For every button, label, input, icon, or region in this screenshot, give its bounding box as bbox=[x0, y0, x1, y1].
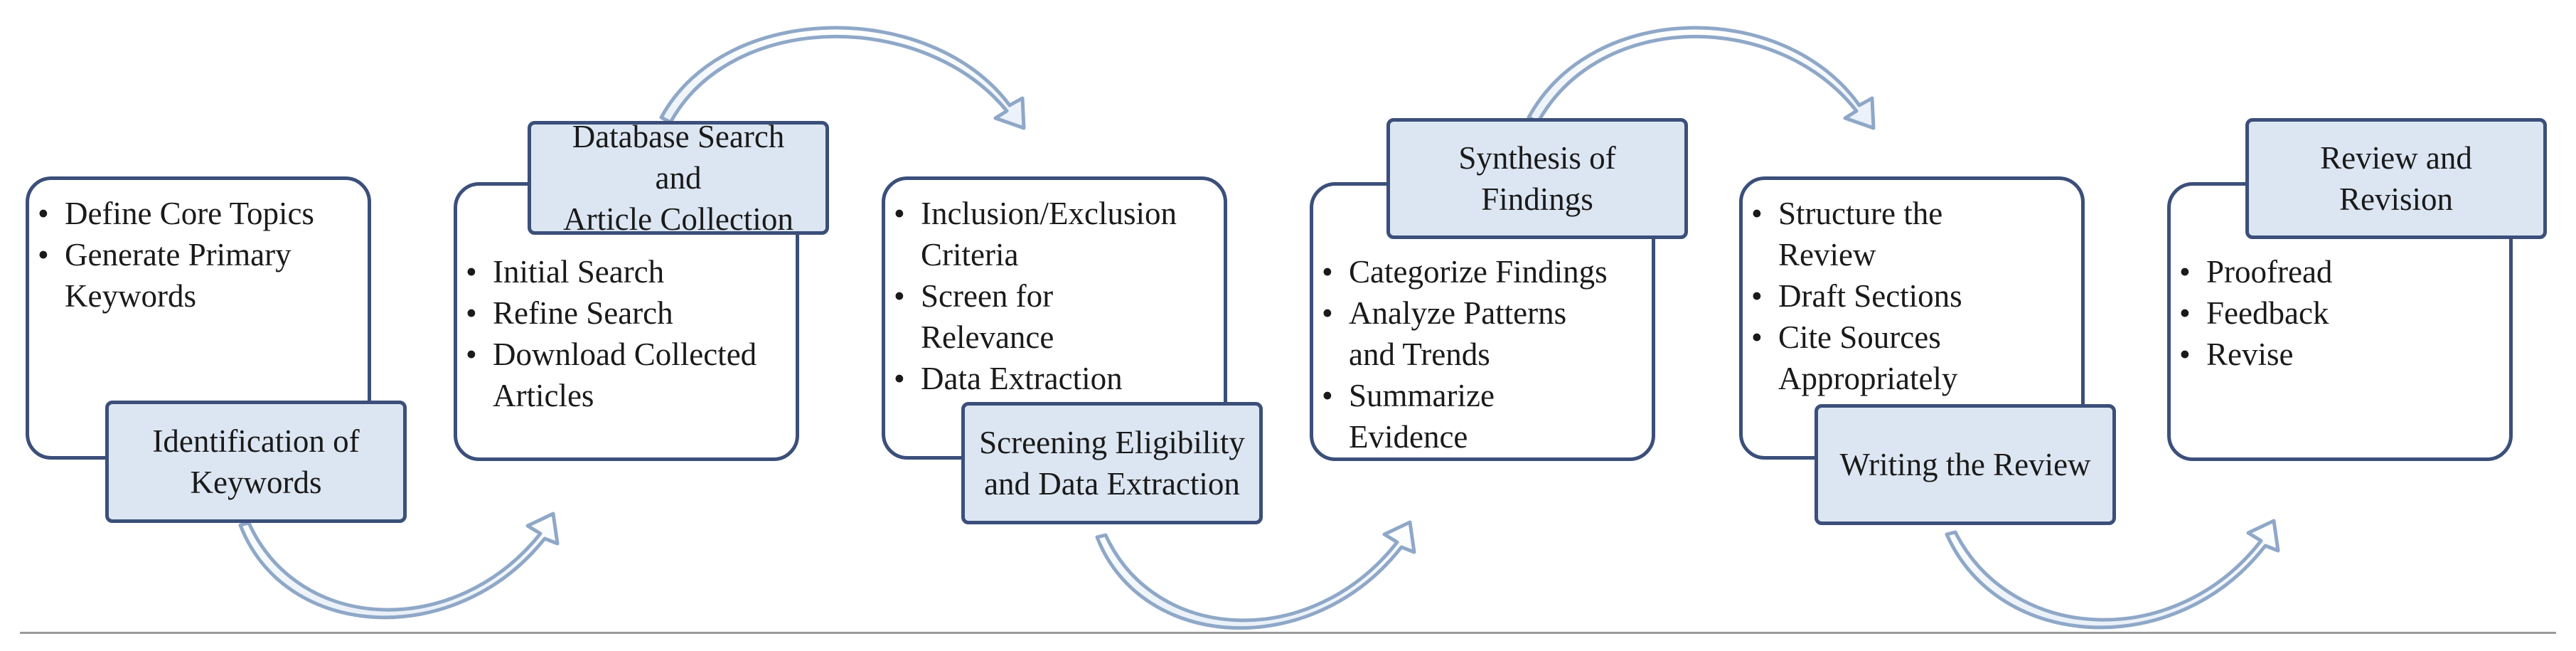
curved-arrow-icon bbox=[1945, 519, 2280, 630]
list-item: •Cite Sources Appropriately bbox=[1751, 319, 1958, 396]
list-item: •Summarize Evidence bbox=[1322, 378, 1495, 455]
list-item: •Revise bbox=[2179, 337, 2294, 372]
curved-arrow-icon bbox=[1095, 520, 1416, 630]
step-3-items: •Inclusion/Exclusion Criteria •Screen fo… bbox=[885, 180, 1224, 399]
list-item: •Initial Search bbox=[466, 254, 665, 290]
step-5-items: •Structure the Review •Draft Sections •C… bbox=[1743, 180, 2081, 399]
step-label-3: Screening Eligibility and Data Extractio… bbox=[961, 402, 1263, 524]
list-item: •Analyze Patterns and Trends bbox=[1322, 295, 1567, 372]
list-item: •Generate Primary Keywords bbox=[38, 237, 292, 314]
step-label-5: Writing the Review bbox=[1815, 404, 2116, 525]
curved-arrow-icon bbox=[238, 512, 560, 620]
step-label-2: Database Search and Article Collection bbox=[528, 119, 829, 237]
step-label-1: Identification of Keywords bbox=[105, 401, 407, 523]
list-item: •Screen for Relevance bbox=[894, 278, 1054, 355]
step-label-4: Synthesis of Findings bbox=[1386, 118, 1688, 239]
step-2-items: •Initial Search •Refine Search •Download… bbox=[457, 186, 796, 416]
step-1-items: •Define Core Topics •Generate Primary Ke… bbox=[29, 180, 368, 317]
list-item: •Download Collected Articles bbox=[466, 337, 757, 413]
list-item: •Structure the Review bbox=[1751, 196, 1943, 272]
bottom-divider bbox=[20, 632, 2556, 634]
curved-arrow-icon bbox=[659, 26, 1026, 130]
step-4-items: •Categorize Findings •Analyze Patterns a… bbox=[1313, 186, 1652, 457]
list-item: •Refine Search bbox=[466, 295, 673, 331]
curved-arrow-icon bbox=[1527, 26, 1876, 130]
list-item: •Data Extraction bbox=[894, 361, 1123, 396]
list-item: •Define Core Topics bbox=[38, 196, 314, 231]
list-item: •Categorize Findings bbox=[1322, 254, 1608, 290]
step-6-items: •Proofread •Feedback •Revise bbox=[2171, 186, 2509, 375]
list-item: •Inclusion/Exclusion Criteria bbox=[894, 196, 1177, 272]
list-item: •Proofread bbox=[2179, 254, 2333, 290]
list-item: •Feedback bbox=[2179, 295, 2329, 331]
step-label-6: Review and Revision bbox=[2245, 118, 2547, 239]
list-item: •Draft Sections bbox=[1751, 278, 1962, 314]
